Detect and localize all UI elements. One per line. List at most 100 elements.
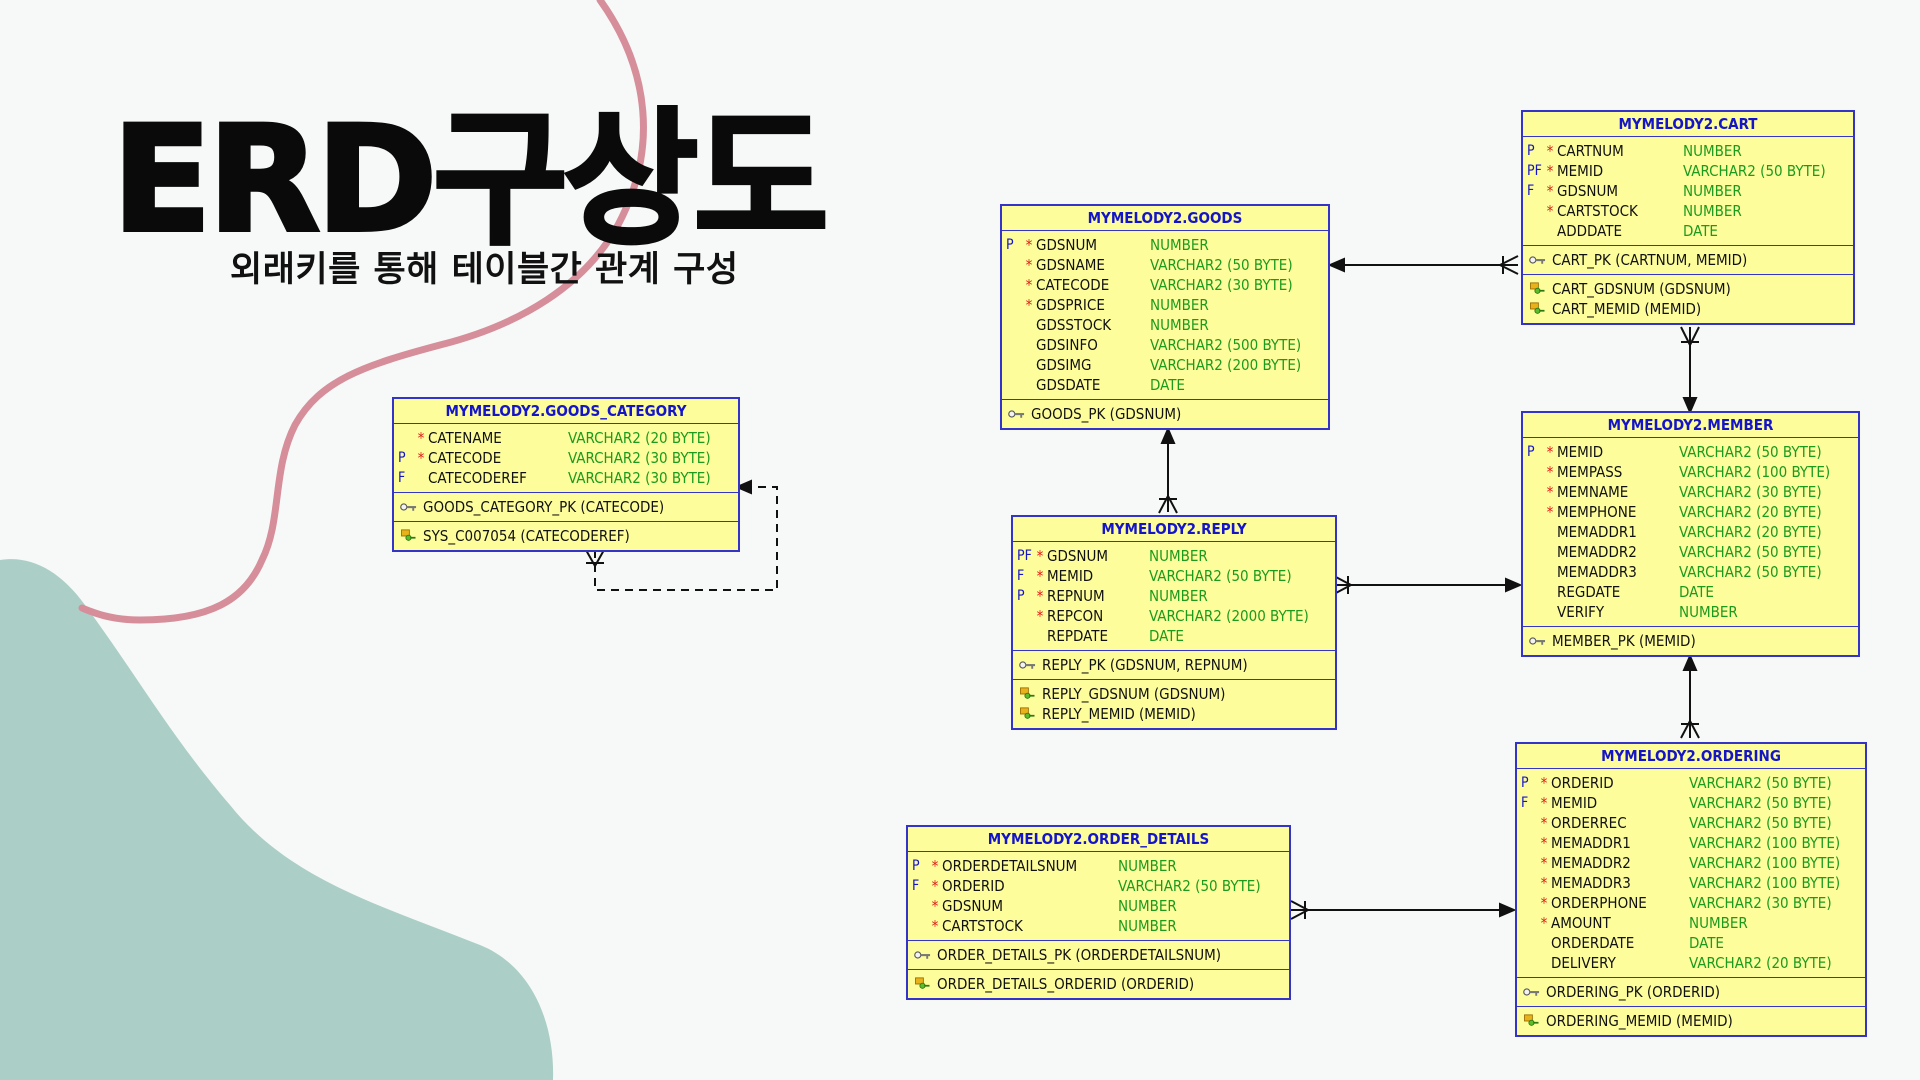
primary-key-section: REPLY_PK (GDSNUM, REPNUM) <box>1013 650 1335 679</box>
foreign-key-icon <box>400 529 423 543</box>
foreign-key-entry: ORDER_DETAILS_ORDERID (ORDERID) <box>914 974 1289 994</box>
key-flag <box>1002 275 1022 295</box>
required-mark: * <box>1025 296 1033 314</box>
column-type: NUMBER <box>1683 182 1742 200</box>
key-flag: PF <box>1017 548 1032 564</box>
key-flag <box>1523 562 1543 582</box>
required-mark: * <box>1025 236 1033 254</box>
required-mark <box>1537 953 1551 973</box>
key-flag <box>1523 542 1543 562</box>
page-subtitle: 외래키를 통해 테이블간 관계 구성 <box>230 250 739 290</box>
required-mark <box>1543 602 1557 622</box>
column-name: GDSIMG <box>1036 356 1092 374</box>
key-flag <box>1517 873 1537 893</box>
required-mark: * <box>1540 834 1548 852</box>
required-mark <box>1022 355 1036 375</box>
column-name: REPDATE <box>1047 627 1108 645</box>
key-flag <box>1517 833 1537 853</box>
key-flag <box>908 896 928 916</box>
column-type: NUMBER <box>1683 202 1742 220</box>
required-mark <box>1543 221 1557 241</box>
required-mark: * <box>1546 142 1554 160</box>
key-flag <box>1002 335 1022 355</box>
column-type: VARCHAR2 (30 BYTE) <box>1689 894 1832 912</box>
column-type: VARCHAR2 (200 BYTE) <box>1150 356 1302 374</box>
primary-key-entry: ORDER_DETAILS_PK (ORDERDETAILSNUM) <box>914 945 1289 965</box>
key-flag <box>1002 255 1022 275</box>
column-type: NUMBER <box>1118 897 1177 915</box>
key-flag <box>1523 462 1543 482</box>
column-name: MEMNAME <box>1557 483 1629 501</box>
constraint-label: CART_MEMID (MEMID) <box>1552 300 1702 318</box>
column-name: MEMADDR1 <box>1557 523 1637 541</box>
column-type: VARCHAR2 (50 BYTE) <box>1149 567 1292 585</box>
key-flag <box>1523 221 1543 241</box>
table-name: MYMELODY2.ORDER_DETAILS <box>908 827 1289 852</box>
required-mark: * <box>1546 483 1554 501</box>
column-type: VARCHAR2 (50 BYTE) <box>1689 774 1832 792</box>
column-type: VARCHAR2 (30 BYTE) <box>1679 483 1822 501</box>
column-name: GDSNAME <box>1036 256 1105 274</box>
primary-key-icon <box>1523 985 1546 999</box>
column-name: CARTNUM <box>1557 142 1624 160</box>
column-name: REPNUM <box>1047 587 1105 605</box>
column-type: DATE <box>1679 583 1714 601</box>
foreign-key-section: ORDERING_MEMID (MEMID) <box>1517 1006 1865 1035</box>
constraint-label: GOODS_PK (GDSNUM) <box>1031 405 1182 423</box>
foreign-key-entry: ORDERING_MEMID (MEMID) <box>1523 1011 1865 1031</box>
table-name: MYMELODY2.CART <box>1523 112 1853 137</box>
required-mark: * <box>1540 894 1548 912</box>
column-type: NUMBER <box>1683 142 1742 160</box>
column-name: REGDATE <box>1557 583 1621 601</box>
primary-key-icon <box>1529 634 1552 648</box>
primary-key-icon <box>1008 407 1031 421</box>
column-type: NUMBER <box>1150 316 1209 334</box>
constraint-label: GOODS_CATEGORY_PK (CATECODE) <box>423 498 665 516</box>
key-flag <box>1517 813 1537 833</box>
constraint-label: REPLY_MEMID (MEMID) <box>1042 705 1196 723</box>
key-flag <box>1013 606 1033 626</box>
column-name: REPCON <box>1047 607 1104 625</box>
required-mark: * <box>931 877 939 895</box>
required-mark: * <box>1025 276 1033 294</box>
key-flag <box>1517 933 1537 953</box>
column-type: VARCHAR2 (500 BYTE) <box>1150 336 1302 354</box>
constraint-label: ORDER_DETAILS_PK (ORDERDETAILSNUM) <box>937 946 1222 964</box>
teal-blob <box>0 559 554 1080</box>
primary-key-icon <box>400 500 423 514</box>
primary-key-icon <box>1019 658 1042 672</box>
key-flag <box>1523 482 1543 502</box>
key-flag: P <box>398 450 406 466</box>
required-mark: * <box>1540 794 1548 812</box>
column-name: ORDERDETAILSNUM <box>942 857 1078 875</box>
required-mark <box>1022 375 1036 395</box>
